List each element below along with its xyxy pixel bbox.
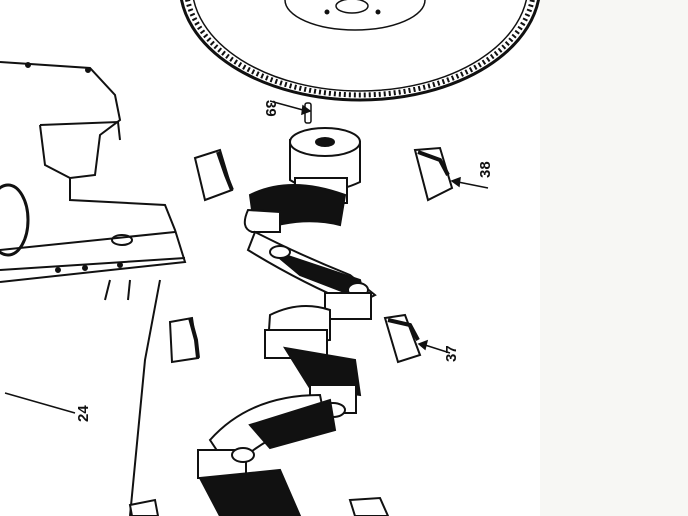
flywheel xyxy=(180,0,540,102)
crankshaft xyxy=(197,127,377,516)
callout-39: 39 xyxy=(262,100,279,117)
scan-edge-shading xyxy=(540,0,688,516)
crankcase-half xyxy=(0,61,187,516)
callout-24: 24 xyxy=(75,405,92,422)
callout-38: 38 xyxy=(477,161,494,178)
leader-lines xyxy=(4,100,489,414)
bearing-shells xyxy=(128,146,454,516)
callout-37: 37 xyxy=(443,345,460,362)
